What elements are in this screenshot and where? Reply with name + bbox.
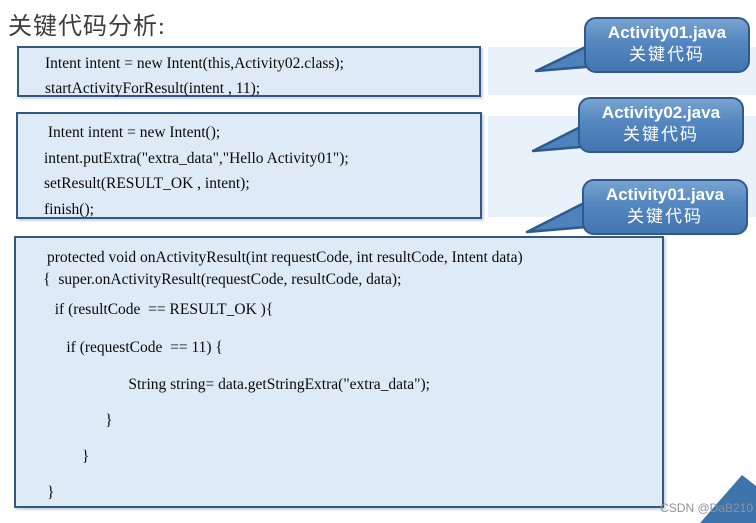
code-line: }: [16, 412, 113, 429]
code-line: protected void onActivityResult(int requ…: [16, 249, 523, 266]
callout-filename: Activity01.java: [605, 185, 725, 204]
code-line: setResult(RESULT_OK , intent);: [44, 175, 250, 192]
code-box-activity02-result: Intent intent = new Intent(); intent.putE…: [16, 112, 482, 219]
callout-label: 关键代码: [629, 45, 705, 64]
code-line: }: [16, 484, 55, 501]
code-box-onactivityresult: protected void onActivityResult(int requ…: [14, 236, 664, 508]
code-line: Intent intent = new Intent();: [44, 124, 221, 141]
code-line: String string= data.getStringExtra("extr…: [16, 376, 430, 393]
code-line: finish();: [44, 200, 94, 218]
code-line: }: [16, 448, 90, 465]
callout-filename: Activity02.java: [601, 103, 721, 122]
code-line: { super.onActivityResult(requestCode, re…: [16, 271, 402, 288]
callout-activity01-1: Activity01.java 关键代码: [584, 17, 750, 73]
callout-activity02: Activity02.java 关键代码: [578, 97, 744, 153]
code-line: Intent intent = new Intent(this,Activity…: [45, 55, 344, 72]
callout-activity01-2: Activity01.java 关键代码: [582, 179, 748, 235]
code-line: startActivityForResult(intent , 11);: [45, 79, 261, 97]
callout-label: 关键代码: [627, 207, 703, 226]
code-line: intent.putExtra("extra_data","Hello Acti…: [44, 149, 349, 167]
code-box-activity01-start: Intent intent = new Intent(this,Activity…: [17, 46, 481, 97]
csdn-watermark: CSDN @DaB210: [660, 501, 753, 515]
code-line: if (requestCode == 11) {: [16, 339, 223, 356]
corner-triangle-decoration: [700, 475, 756, 523]
code-line: if (resultCode == RESULT_OK ){: [16, 301, 274, 318]
callout-filename: Activity01.java: [607, 23, 727, 42]
page-title: 关键代码分析:: [8, 14, 166, 40]
callout-label: 关键代码: [623, 125, 699, 144]
